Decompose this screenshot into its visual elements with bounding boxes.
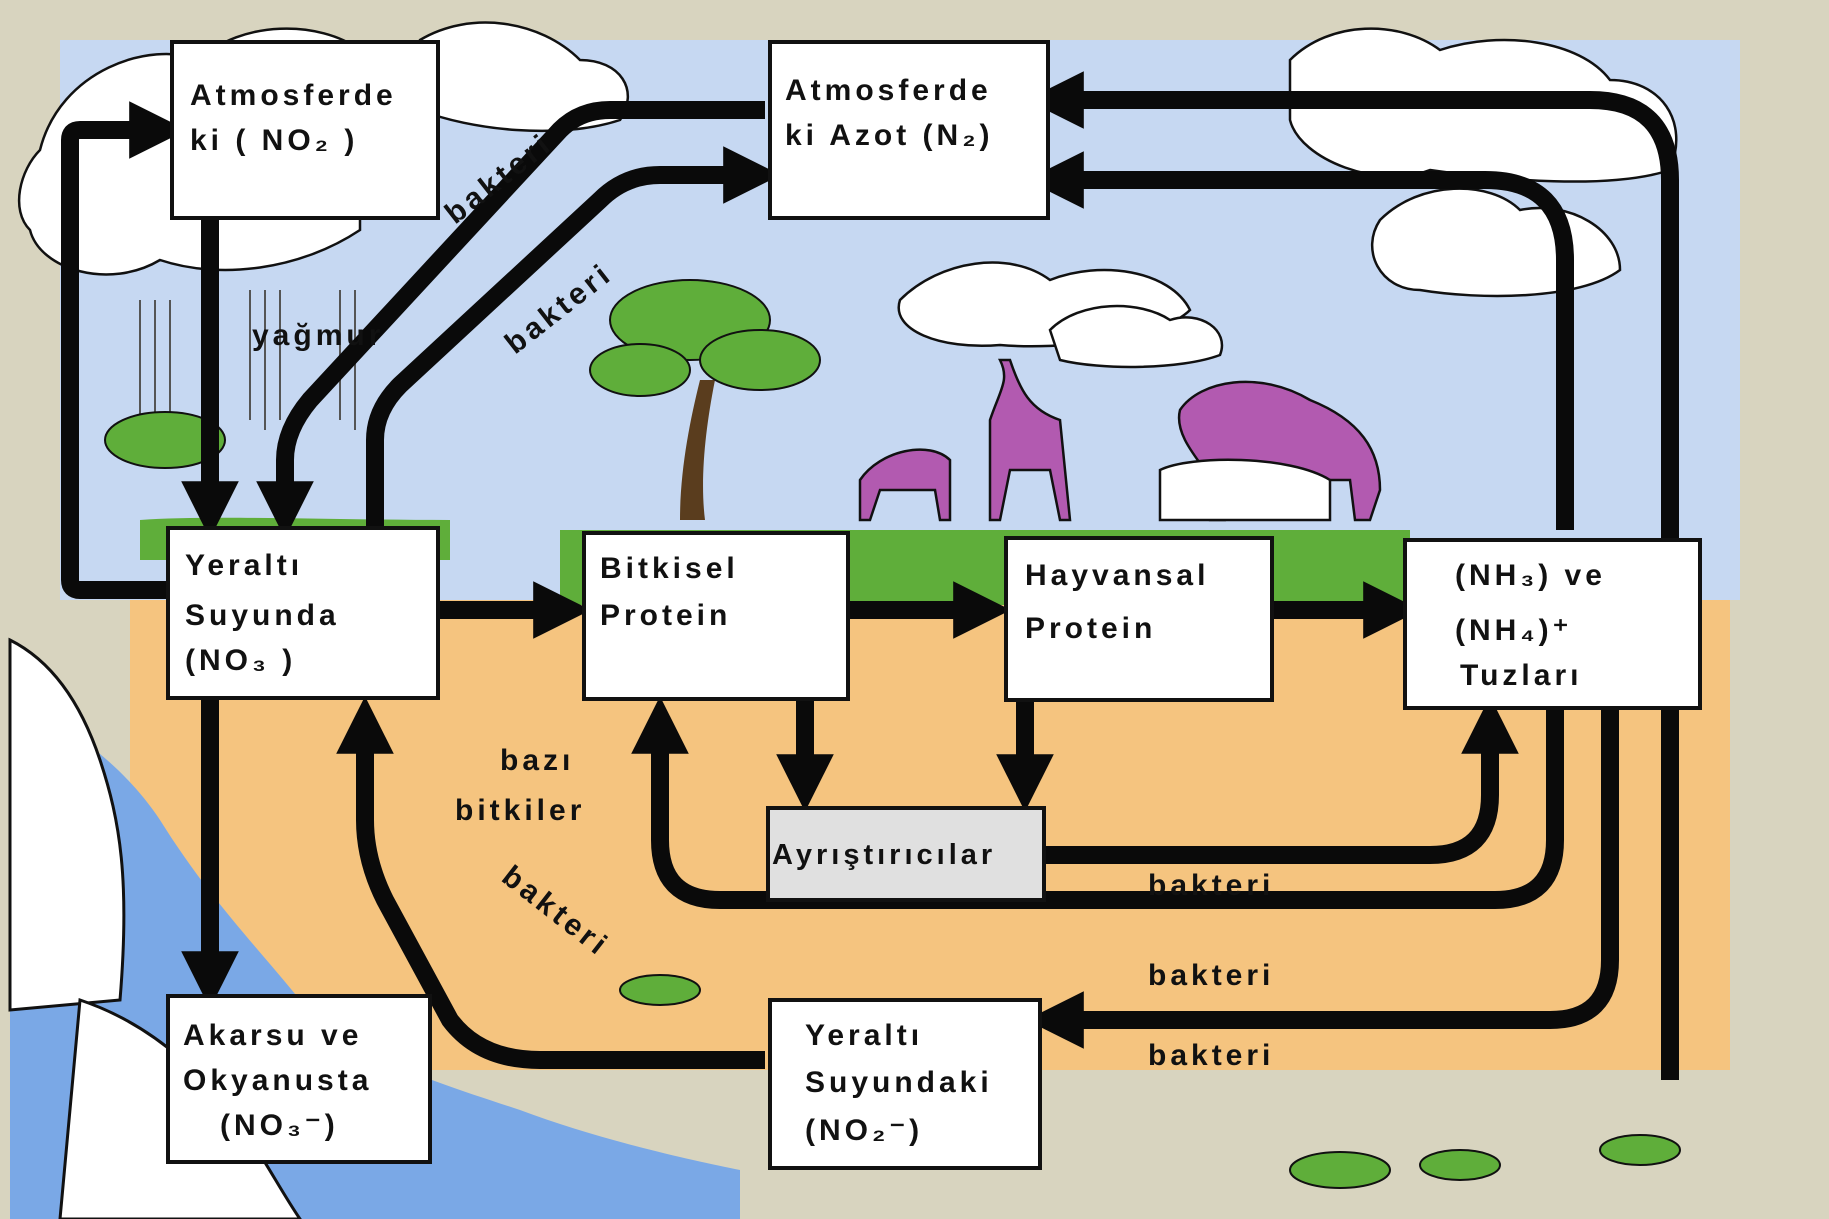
node-ground-no2-line3: (NO₂⁻) <box>805 1114 923 1147</box>
node-ocean-no3-line3: (NO₃⁻) <box>220 1109 339 1142</box>
label-bitkiler: bitkiler <box>455 794 585 827</box>
node-ground-no2: Yeraltı Suyundaki (NO₂⁻) <box>770 1000 1040 1168</box>
node-ground-no2-line2: Suyundaki <box>805 1066 993 1099</box>
label-bazi: bazı <box>500 744 574 777</box>
rock <box>1160 460 1330 520</box>
node-ammonium-line2: (NH₄)⁺ <box>1455 614 1572 647</box>
node-animal-protein-line1: Hayvansal <box>1025 559 1209 592</box>
node-animal-protein: Hayvansal Protein <box>1006 538 1272 700</box>
node-ocean-no3-line1: Akarsu ve <box>183 1019 362 1052</box>
node-atm-n2-line2: ki Azot (N₂) <box>785 119 994 152</box>
node-ground-no3-line3: (NO₃ ) <box>185 644 296 677</box>
node-atm-no2-line2: ki ( NO₂ ) <box>190 124 358 157</box>
node-ground-no3-line2: Suyunda <box>185 599 340 632</box>
node-atm-no2-line1: Atmosferde <box>190 79 397 112</box>
node-ground-no2-line1: Yeraltı <box>805 1019 923 1052</box>
node-ground-no3: Yeraltı Suyunda (NO₃ ) <box>168 528 438 698</box>
node-animal-protein-line2: Protein <box>1025 612 1156 645</box>
node-ammonium: (NH₃) ve (NH₄)⁺ Tuzları <box>1405 540 1700 708</box>
cliff-rocks <box>10 640 124 1010</box>
node-ammonium-line1: (NH₃) ve <box>1455 559 1606 592</box>
label-yagmur: yağmur <box>252 319 384 352</box>
node-plant-protein-line2: Protein <box>600 599 731 632</box>
node-decomposers-label: Ayrıştırıcılar <box>772 839 996 871</box>
node-atm-n2: Atmosferde ki Azot (N₂) <box>770 42 1048 218</box>
node-decomposers: Ayrıştırıcılar <box>768 808 1044 900</box>
node-ground-no3-line1: Yeraltı <box>185 549 303 582</box>
label-bakteri-right-2: bakteri <box>1148 959 1274 992</box>
node-ocean-no3: Akarsu ve Okyanusta (NO₃⁻) <box>168 996 430 1162</box>
node-plant-protein: Bitkisel Protein <box>584 533 848 699</box>
label-bakteri-right-1: bakteri <box>1148 869 1274 902</box>
label-bakteri-right-3: bakteri <box>1148 1039 1274 1072</box>
node-ocean-no3-line2: Okyanusta <box>183 1064 372 1097</box>
node-plant-protein-line1: Bitkisel <box>600 552 739 585</box>
node-atm-no2: Atmosferde ki ( NO₂ ) <box>172 42 438 218</box>
node-ammonium-line3: Tuzları <box>1460 659 1582 692</box>
node-atm-n2-line1: Atmosferde <box>785 74 992 107</box>
